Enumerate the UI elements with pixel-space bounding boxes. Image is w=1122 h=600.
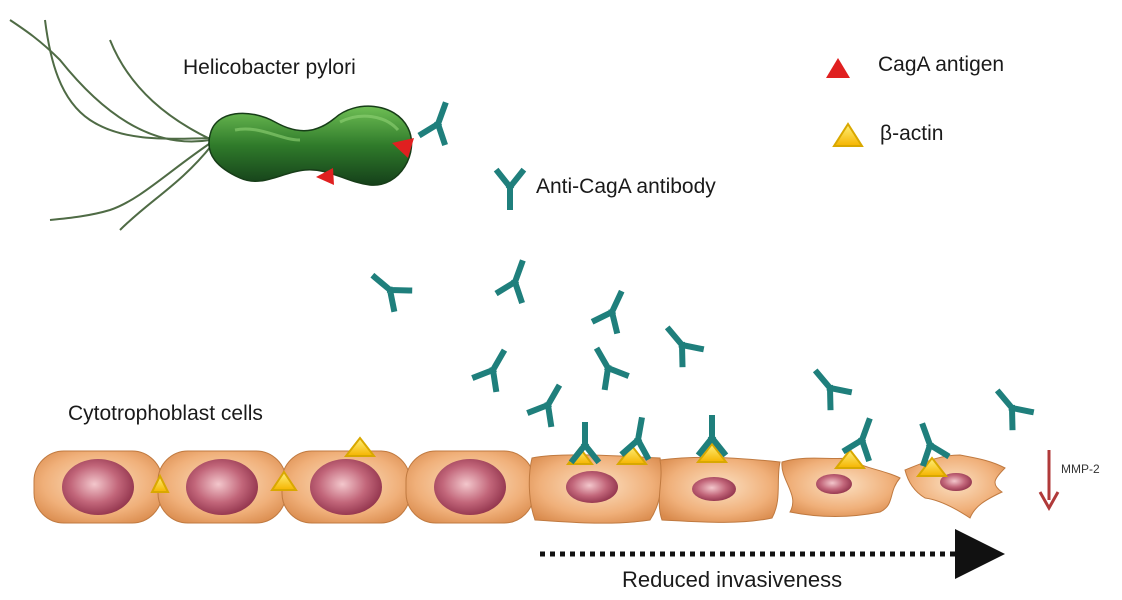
caga-triangle-icon [316, 168, 334, 185]
label-mmp2: MMP-2 [1061, 462, 1100, 476]
legend-caga-label: CagA antigen [878, 53, 1005, 76]
legend-actin-label: β-actin [880, 122, 944, 145]
actin-triangle-icon [832, 122, 864, 147]
antibody-icon [367, 101, 1031, 427]
caga-triangle-icon [392, 138, 414, 158]
label-reduced-invasiveness: Reduced invasiveness [622, 567, 843, 592]
cell-nuclei [62, 459, 972, 515]
bacterium-icon [208, 105, 413, 186]
label-antibody: Anti-CagA antibody [536, 175, 716, 198]
flagella [9, 19, 213, 231]
down-arrow-icon [1038, 450, 1060, 512]
label-cytotrophoblast: Cytotrophoblast cells [68, 402, 263, 425]
caga-triangle-icon [826, 58, 850, 78]
label-helicobacter: Helicobacter pylori [183, 56, 356, 79]
